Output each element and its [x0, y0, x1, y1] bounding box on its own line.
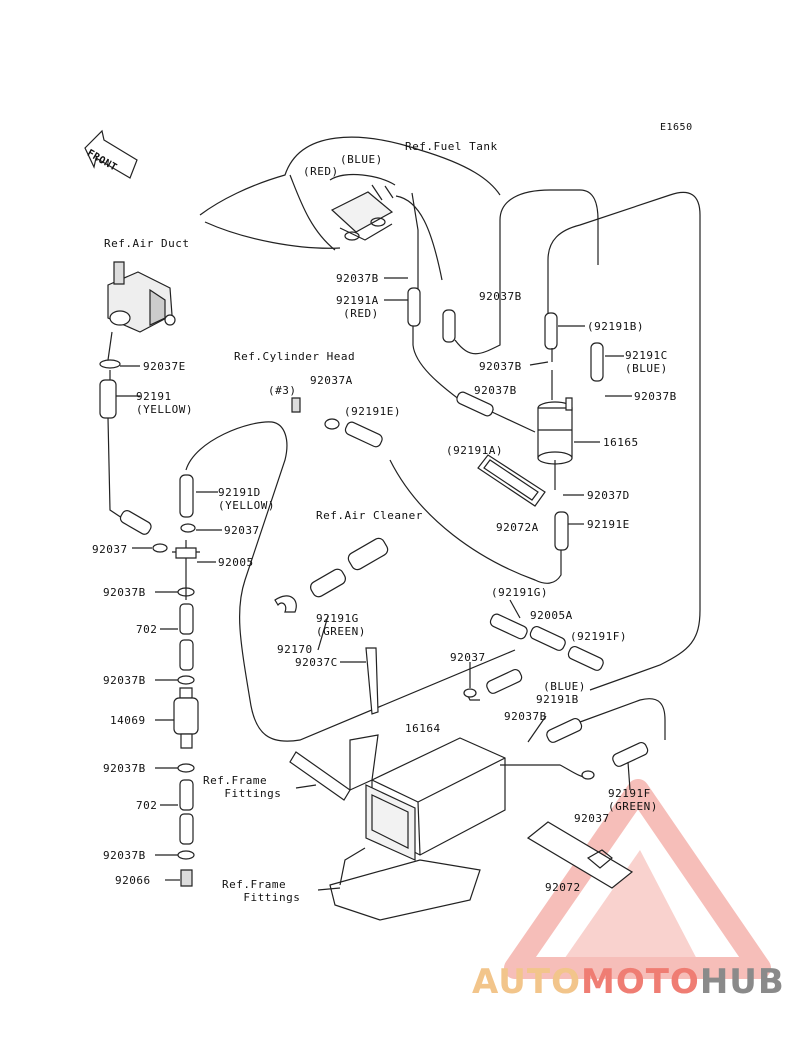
part-label: 702	[136, 623, 158, 636]
watermark-logo-icon	[515, 790, 760, 968]
part-label: (92191E)	[344, 405, 401, 418]
part-label: 92191D (YELLOW)	[218, 486, 275, 512]
fuel-tank-outline	[200, 137, 500, 215]
color-note-blue: (BLUE)	[340, 153, 383, 166]
part-label: 702	[136, 799, 158, 812]
front-arrow-icon	[85, 131, 137, 178]
part-label: 92037B	[103, 849, 146, 862]
part-label: 92066	[115, 874, 151, 887]
part-label: 92037D	[587, 489, 630, 502]
part-label: 92037B	[103, 762, 146, 775]
part-label: 92191C (BLUE)	[625, 349, 668, 375]
ref-fuel-tank: Ref.Fuel Tank	[405, 140, 498, 153]
part-label: 92037B	[103, 674, 146, 687]
part-label: 92072	[545, 881, 581, 894]
part-label: 92191E	[587, 518, 630, 531]
ref-air-duct: Ref.Air Duct	[104, 237, 190, 250]
part-label: 92191G (GREEN)	[316, 612, 366, 638]
part-label: 92037B	[336, 272, 379, 285]
part-label: 16164	[405, 722, 441, 735]
part-label: 92005	[218, 556, 254, 569]
part-label: 92037	[92, 543, 128, 556]
part-label: 92037B	[634, 390, 677, 403]
part-label: 92005A	[530, 609, 573, 622]
part-label: 92037A	[310, 374, 353, 387]
air-duct-part	[108, 262, 176, 332]
part-label: 92037B	[479, 360, 522, 373]
part-label: (92191G)	[491, 586, 548, 599]
part-label: (92191F)	[570, 630, 627, 643]
part-label: (92191B)	[587, 320, 644, 333]
part-label: 92191F (GREEN)	[608, 787, 658, 813]
part-label: 92037E	[143, 360, 186, 373]
part-label: (BLUE) 92191B	[536, 680, 586, 706]
ref-frame-fittings-2: Ref.Frame Fittings	[222, 878, 301, 904]
part-label: 92037	[450, 651, 486, 664]
part-label: 92037	[574, 812, 610, 825]
part-label: 92037B	[479, 290, 522, 303]
part-label: 92037B	[103, 586, 146, 599]
part-label: 92037B	[504, 710, 547, 723]
part-label: 14069	[110, 714, 146, 727]
diagram-id: E1650	[660, 122, 693, 133]
color-note-red: (RED)	[303, 165, 339, 178]
ref-frame-fittings-1: Ref.Frame Fittings	[203, 774, 282, 800]
part-label: 16165	[603, 436, 639, 449]
part-label: 92037	[224, 524, 260, 537]
watermark-text: AUTOMOTOHUB	[472, 962, 785, 1002]
canister-16164-part	[366, 738, 505, 860]
part-label: 92170	[277, 643, 313, 656]
part-label: (#3)	[268, 384, 297, 397]
part-label: (92191A)	[446, 444, 503, 457]
part-label: 92191A (RED)	[336, 294, 379, 320]
ref-cylinder-head: Ref.Cylinder Head	[234, 350, 356, 363]
ref-air-cleaner: Ref.Air Cleaner	[316, 509, 423, 522]
part-label: 92037B	[474, 384, 517, 397]
part-label: 92037C	[295, 656, 338, 669]
part-label: 92191 (YELLOW)	[136, 390, 193, 416]
part-label: 92072A	[496, 521, 539, 534]
